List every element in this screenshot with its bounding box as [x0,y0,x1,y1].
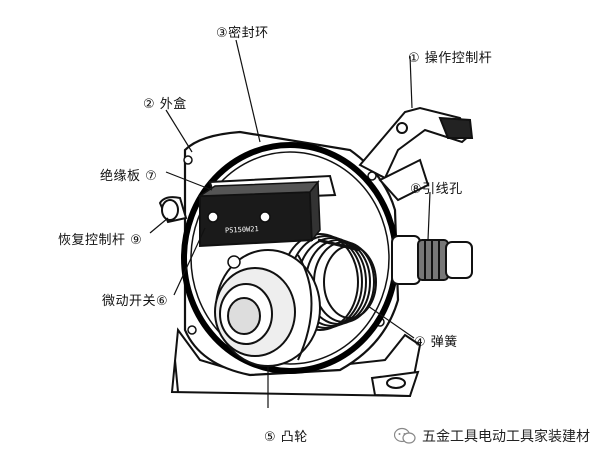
label-outer-box: ② 外盒 [143,97,187,112]
cam [214,249,321,367]
reset-lever [158,196,188,224]
wechat-icon [394,427,416,444]
operating-lever [358,106,474,202]
label-cam: ⑤ 凸轮 [264,430,308,445]
switch-marking: PS150W21 [225,225,259,235]
label-operating-lever: ① 操作控制杆 [408,51,493,66]
lead-hole-gland [391,235,473,285]
watermark-text: 五金工具电动工具家装建材 [422,429,590,445]
label-insulation-plate: 绝缘板 ⑦ [100,169,158,184]
label-lead-hole: ⑧引线孔 [410,182,463,197]
micro-switch: PS150W21 [197,179,321,269]
base-plate [170,327,422,398]
label-micro-switch: 微动开关⑥ [102,294,169,309]
label-spring: ④ 弹簧 [414,335,458,350]
label-reset-lever: 恢复控制杆 ⑨ [58,233,143,248]
label-seal-ring: ③密封环 [216,26,269,41]
leader-lines [149,39,431,408]
watermark: 五金工具电动工具家装建材 [394,426,590,446]
